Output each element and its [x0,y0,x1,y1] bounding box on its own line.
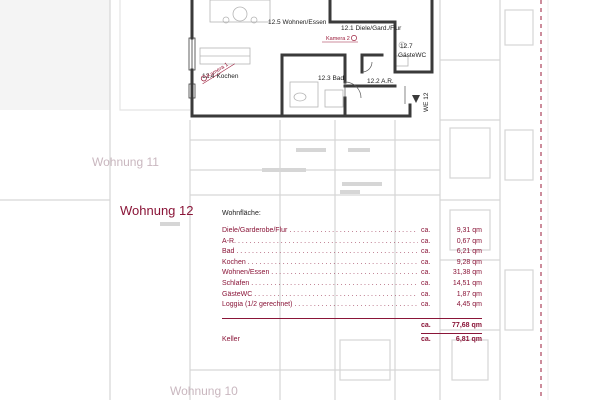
living-area-label: Wohnfläche: [222,210,261,217]
area-row-ca: ca. [421,279,431,287]
area-row-name: Wohnen/Essen [222,268,418,279]
area-row-value: 14,51 qm [452,279,482,287]
area-row-ca: ca. [421,269,431,277]
total-ca: ca. [421,322,431,329]
ghost-apartment-11: Wohnung 11 [92,155,159,169]
area-row-value: 4,45 qm [456,301,482,309]
area-row-name: Loggia (1/2 gerechnet) [222,300,418,311]
area-row: Wohnen/Essenca. 31,38 qm [222,268,482,279]
camera-2-label: Kamera 2 [326,36,350,42]
room-label-we: WE 12 [423,92,430,112]
area-row-value: 6,21 qm [456,248,482,256]
ghost-apartment-10: Wohnung 10 [170,384,238,398]
total-value: 77,68 qm [452,322,482,329]
camera-1-icon [200,75,207,82]
area-row-name: Schlafen [222,279,418,290]
windows [188,37,196,99]
area-row-ca: ca. [421,248,431,256]
room-label-gaestewc-number: 12.7 [400,43,413,50]
walls [190,0,434,118]
area-row-name: Bad [222,247,418,258]
area-row-name: A-R. [222,237,418,248]
ghost-room-labels [160,148,382,226]
area-row-name: Diele/Garderobe/Flur [222,226,418,237]
apartment-title: Wohnung 12 [120,203,194,218]
area-row: Schlafenca. 14,51 qm [222,279,482,290]
keller-label: Keller [222,336,240,343]
keller-value: 6,81 qm [455,336,482,343]
area-row-value: 31,38 qm [452,269,482,277]
room-label-gaestewc: GästeWC [398,52,426,59]
area-row-ca: ca. [421,237,431,245]
ghost-floorplan [0,0,534,400]
room-label-ar: 12.2 A.R. [367,78,394,85]
area-row: Loggia (1/2 gerechnet)ca. 4,45 qm [222,300,482,311]
entrance-arrow-icon [412,95,420,103]
total-underline [421,333,482,334]
furniture [199,0,409,108]
area-row-ca: ca. [421,258,431,266]
area-row-value: 0,67 qm [456,237,482,245]
total-row: ca. 77,68 qm [222,322,482,332]
room-label-wohnen: 12.5 Wohnen/Essen [268,19,327,26]
area-row-value: 9,31 qm [456,227,482,234]
area-row: A-R.ca. 0,67 qm [222,237,482,248]
area-row-value: 1,87 qm [456,290,482,298]
keller-row: Keller ca. 6,81 qm [222,336,482,346]
area-row: GästeWCca. 1,87 qm [222,290,482,301]
area-row: Badca. 6,21 qm [222,247,482,258]
area-row: Kochenca. 9,28 qm [222,258,482,269]
keller-ca: ca. [421,336,431,343]
area-row: Diele/Garderobe/Flurca. 9,31 qm [222,226,482,237]
camera-marker-2: Kamera 2 [322,35,358,43]
area-row-ca: ca. [421,301,431,309]
area-row-name: GästeWC [222,290,418,301]
totals-divider [222,318,482,319]
camera-marker-1: Kamera 1 [200,62,235,85]
area-row-value: 9,28 qm [456,258,482,266]
doors [344,61,406,104]
area-row-name: Kochen [222,258,418,269]
camera-2-icon [351,35,357,41]
area-table: Diele/Garderobe/Flurca.9,31 qmA-R.ca.0,6… [222,226,482,311]
room-label-bad: 12.3 Bad [318,75,344,82]
area-row-ca: ca. [421,227,431,234]
room-label-diele: 12.1 Diele/Gard./Flur [341,25,402,32]
area-row-ca: ca. [421,290,431,298]
room-label-kochen: 12.4 Kochen [202,73,239,80]
